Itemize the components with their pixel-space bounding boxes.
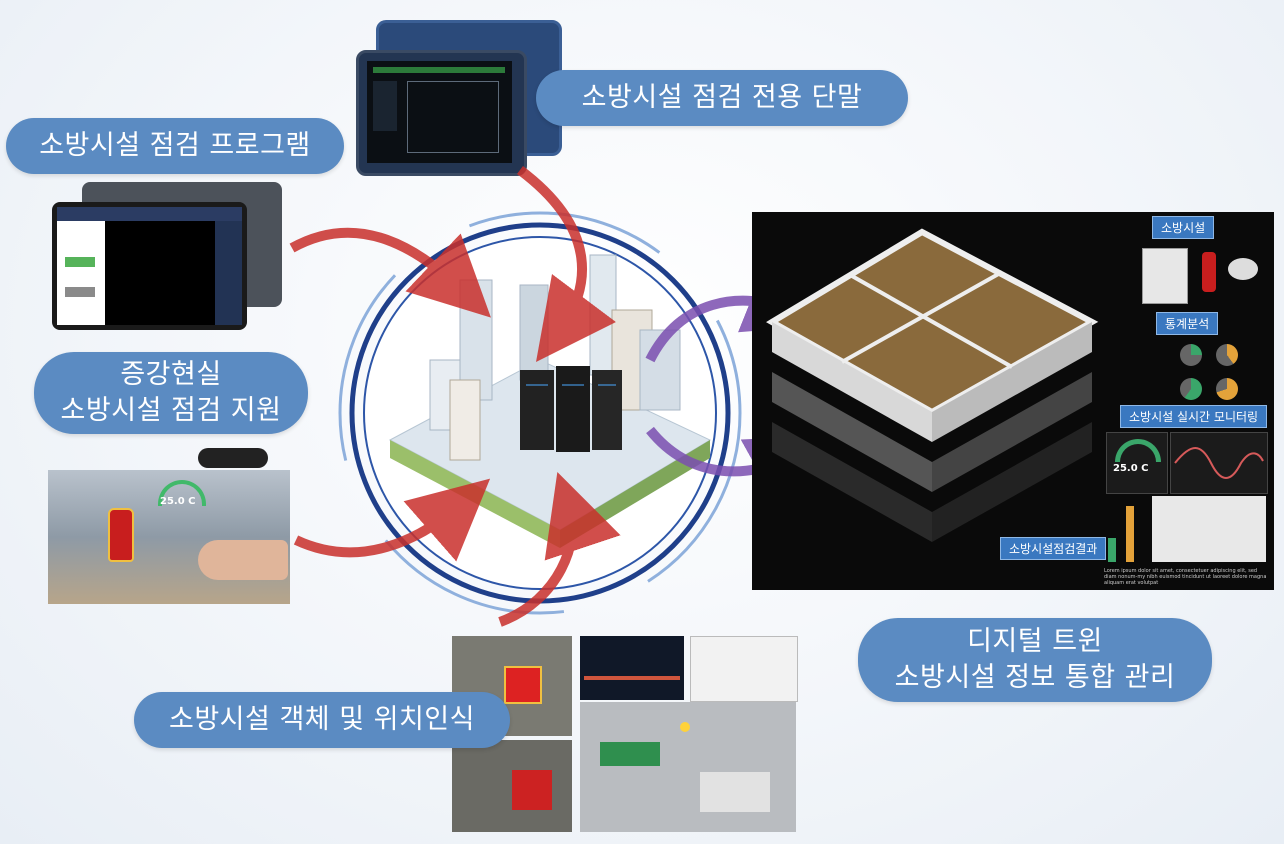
terminal-label-text: 소방시설 점검 전용 단말: [581, 82, 863, 113]
recognition-image-4: [690, 636, 798, 702]
building: [429, 359, 461, 431]
program-device: [52, 182, 282, 332]
detector-icon: [1228, 258, 1258, 280]
tag-result: 소방시설점검결과: [1000, 537, 1107, 560]
arrow-terminal: [516, 166, 616, 363]
twin-label-line2: 소방시설 정보 통합 관리: [894, 662, 1176, 693]
ar-label: 증강현실 소방시설 점검 지원: [34, 352, 308, 434]
arrow-ar: [293, 478, 491, 562]
twin-panel: 소방시설 통계분석 소방시설 실시간 모니터링 25.0 C 소방시설점검결과 …: [752, 212, 1274, 590]
building: [449, 379, 481, 461]
pie-chart-icon: [1216, 378, 1238, 400]
twin-label-line1: 디지털 트윈: [967, 626, 1103, 657]
stats-pies: [1180, 344, 1260, 404]
recognition-image-3: [580, 636, 684, 700]
program-label-text: 소방시설 점검 프로그램: [39, 130, 311, 161]
fire-extinguisher-icon: [1202, 252, 1216, 292]
outer-ring: [349, 222, 731, 604]
city-platform: [388, 359, 712, 531]
ar-label-line2: 소방시설 점검 지원: [60, 395, 282, 426]
pie-chart-icon: [1180, 344, 1202, 366]
recognition-image-2: [452, 740, 572, 832]
terminal-device: [356, 20, 562, 180]
fire-extinguisher-icon: [108, 508, 134, 562]
hand-shape: [198, 540, 288, 580]
ar-headset: [198, 448, 268, 468]
tag-stats: 통계분석: [1156, 312, 1219, 335]
arrow-recognition: [498, 472, 621, 627]
line-chart-icon: [1170, 432, 1268, 494]
tag-monitor: 소방시설 실시간 모니터링: [1120, 405, 1268, 428]
recognition-image-5: [580, 702, 796, 832]
ar-view-image: 25.0 C: [48, 470, 290, 604]
terminal-front: [356, 50, 527, 176]
building-model: [766, 228, 1099, 542]
ar-label-line1: 증강현실: [120, 359, 222, 390]
building: [519, 284, 549, 381]
arrow-program: [289, 227, 491, 318]
ar-temp: 25.0 C: [160, 496, 196, 507]
panel-device-icon: [1142, 248, 1188, 304]
pie-chart-icon: [1180, 378, 1202, 400]
pie-chart-icon: [1216, 344, 1238, 366]
program-label: 소방시설 점검 프로그램: [6, 118, 344, 174]
terminal-label: 소방시설 점검 전용 단말: [536, 70, 908, 126]
gauge-box: 25.0 C: [1106, 432, 1168, 494]
building: [589, 254, 617, 376]
lorem-text: Lorem ipsum dolor sit amet, consectetuer…: [1104, 568, 1267, 586]
building: [639, 329, 681, 411]
tag-facility: 소방시설: [1152, 216, 1215, 239]
recognition-label: 소방시설 객체 및 위치인식: [134, 692, 510, 748]
result-bars: [1104, 502, 1144, 562]
inner-ring: [363, 236, 717, 590]
result-table: [1152, 496, 1266, 562]
recognition-label-text: 소방시설 객체 및 위치인식: [169, 704, 475, 735]
dash-ring: [338, 211, 742, 615]
facility-icons: [1142, 248, 1262, 308]
building: [459, 279, 493, 401]
gauge-value: 25.0 C: [1113, 463, 1149, 474]
gauge-icon: [1115, 439, 1161, 462]
building: [611, 309, 653, 411]
server-icon: [520, 366, 622, 452]
twin-label: 디지털 트윈 소방시설 정보 통합 관리: [858, 618, 1212, 702]
